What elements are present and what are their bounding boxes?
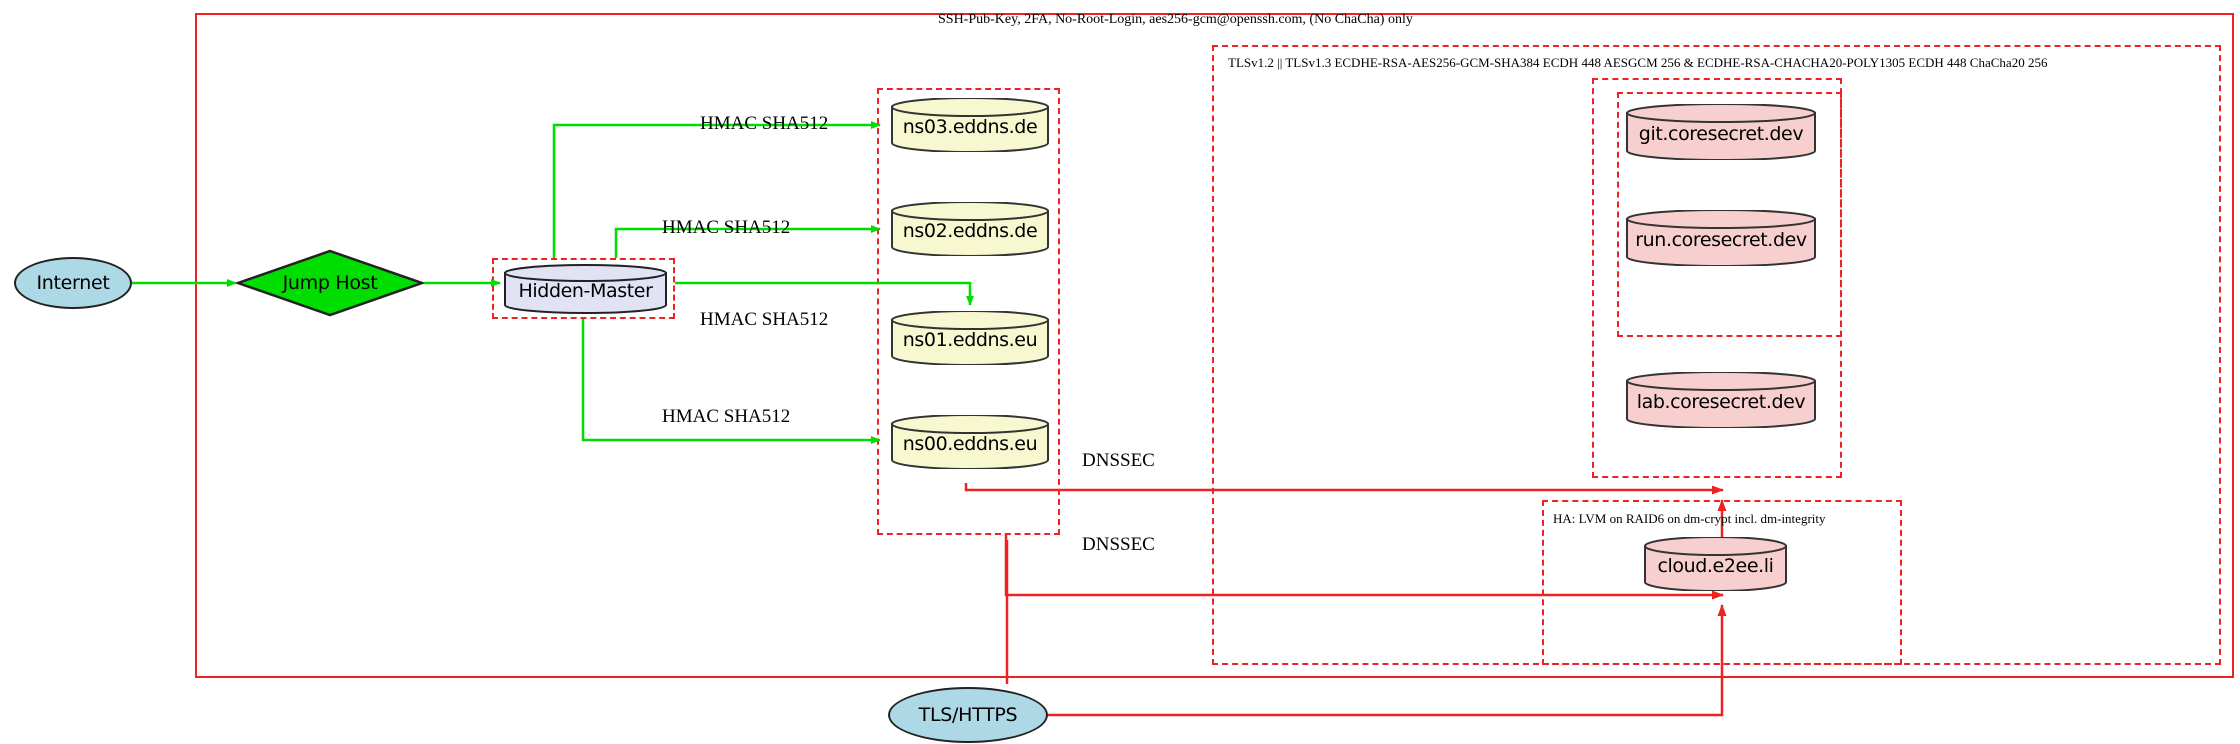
node-cloud-e2ee[interactable]: cloud.e2ee.li	[1643, 537, 1788, 591]
node-ns01-label: ns01.eddns.eu	[902, 329, 1038, 351]
edge-hiddenmaster-to-ns03	[552, 121, 881, 258]
ns01-shape	[891, 311, 1049, 365]
node-tls-https[interactable]: TLS/HTTPS	[888, 687, 1048, 743]
hidden-master-shape	[504, 264, 667, 314]
cluster-dns-zone	[877, 88, 1060, 535]
label-dnssec-upper: DNSSEC	[1082, 450, 1155, 471]
node-ns03-label: ns03.eddns.de	[902, 116, 1038, 138]
label-dnssec-lower: DNSSEC	[1082, 534, 1155, 555]
cluster-coresecret-inner	[1617, 92, 1842, 337]
lab-coresecret-shape	[1626, 372, 1816, 428]
node-internet[interactable]: Internet	[14, 257, 132, 309]
edge-dnssec-to-coresecret	[964, 483, 1724, 495]
node-hidden-master-label: Hidden-Master	[518, 280, 653, 302]
cluster-ssh-boundary	[195, 13, 2234, 678]
ns00-shape	[891, 415, 1049, 469]
ns02-shape	[891, 202, 1049, 256]
label-tls-policy: TLSv1.2 || TLSv1.3 ECDHE-RSA-AES256-GCM-…	[1228, 55, 2048, 70]
node-lab-coresecret-label: lab.coresecret.dev	[1636, 391, 1806, 413]
node-ns00[interactable]: ns00.eddns.eu	[890, 415, 1050, 469]
node-ns02-label: ns02.eddns.de	[902, 220, 1038, 242]
label-hmac-ns00: HMAC SHA512	[662, 406, 791, 427]
label-hmac-ns01: HMAC SHA512	[700, 309, 829, 330]
node-git-coresecret-label: git.coresecret.dev	[1638, 123, 1804, 145]
label-hmac-ns03: HMAC SHA512	[700, 113, 829, 134]
node-cloud-e2ee-label: cloud.e2ee.li	[1657, 555, 1774, 577]
node-jump-host-label: Jump Host	[282, 272, 378, 294]
node-jump-host[interactable]: Jump Host	[236, 249, 424, 317]
edge-hiddenmaster-to-ns02	[614, 225, 881, 258]
label-ssh-policy: SSH-Pub-Key, 2FA, No-Root-Login, aes256-…	[938, 12, 1413, 27]
node-git-coresecret[interactable]: git.coresecret.dev	[1625, 104, 1817, 160]
jump-host-shape	[236, 249, 424, 317]
node-hidden-master[interactable]: Hidden-Master	[503, 264, 668, 314]
node-ns02[interactable]: ns02.eddns.de	[890, 202, 1050, 256]
ns03-shape	[891, 98, 1049, 152]
node-run-coresecret-label: run.coresecret.dev	[1635, 229, 1807, 251]
label-hmac-ns02: HMAC SHA512	[662, 217, 791, 238]
cloud-e2ee-shape	[1644, 537, 1787, 591]
node-internet-label: Internet	[36, 272, 110, 294]
label-ha-storage: HA: LVM on RAID6 on dm-crypt incl. dm-in…	[1553, 511, 1826, 526]
node-run-coresecret[interactable]: run.coresecret.dev	[1625, 210, 1817, 266]
cluster-hidden-master	[492, 258, 675, 319]
node-tls-https-label: TLS/HTTPS	[918, 704, 1018, 726]
node-ns01[interactable]: ns01.eddns.eu	[890, 311, 1050, 365]
node-ns03[interactable]: ns03.eddns.de	[890, 98, 1050, 152]
edge-hiddenmaster-to-ns00	[581, 319, 881, 444]
node-ns00-label: ns00.eddns.eu	[902, 433, 1038, 455]
node-lab-coresecret[interactable]: lab.coresecret.dev	[1625, 372, 1817, 428]
run-coresecret-shape	[1626, 210, 1816, 266]
edge-tlshttps-to-ha	[1036, 604, 1727, 717]
edge-hiddenmaster-to-ns01	[675, 281, 974, 306]
git-coresecret-shape	[1626, 104, 1816, 160]
